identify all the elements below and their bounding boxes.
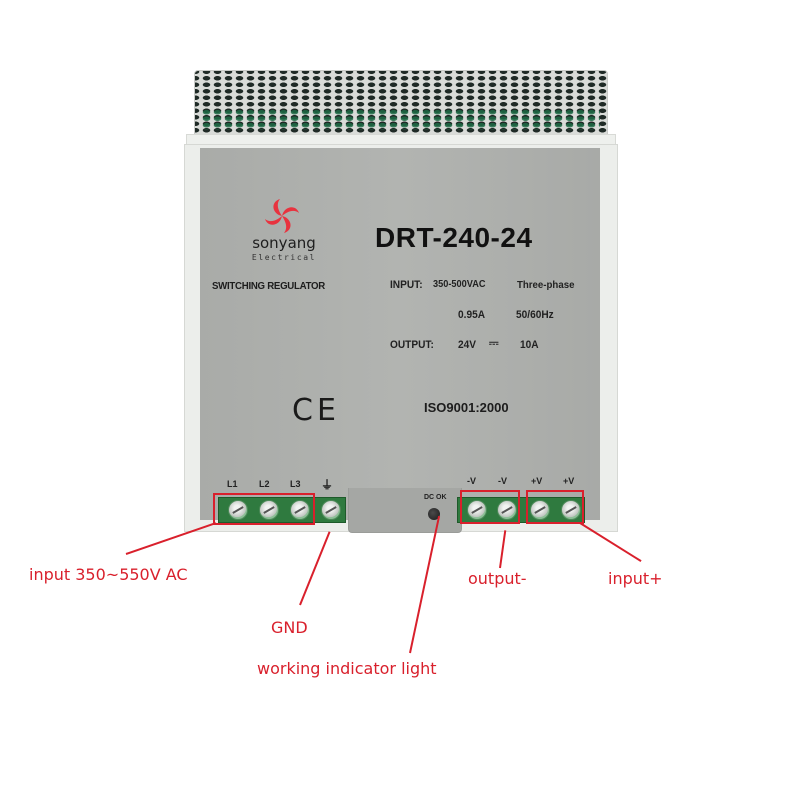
terminal-label-neg-1: -V <box>467 476 476 486</box>
screw-l2-terminal[interactable] <box>259 500 279 520</box>
terminal-label-l3: L3 <box>290 479 301 489</box>
model-number: DRT-240-24 <box>375 222 533 253</box>
screw-ground-terminal[interactable] <box>321 500 341 520</box>
callout-gnd: GND <box>271 618 308 637</box>
screw-l3-terminal[interactable] <box>290 500 310 520</box>
screw-l1-terminal[interactable] <box>228 500 248 520</box>
screw-neg-v-1-terminal[interactable] <box>467 500 487 520</box>
output-current: 10A <box>520 339 539 351</box>
iso-certification: ISO9001:2000 <box>424 400 509 415</box>
dc-ok-label: DC OK <box>424 494 447 501</box>
screw-pos-v-1-terminal[interactable] <box>530 500 550 520</box>
internal-pcb-visible <box>200 108 600 130</box>
highlight-box-output-minus <box>460 490 520 524</box>
leader-line-gnd <box>299 531 331 606</box>
callout-input-plus: input+ <box>608 569 663 588</box>
dc-symbol-icon: ⎓ <box>489 336 499 351</box>
input-voltage: 350-500VAC <box>433 279 486 290</box>
terminal-label-l1: L1 <box>227 479 238 489</box>
leader-line-output-minus <box>499 530 507 569</box>
output-label: OUTPUT: <box>390 339 434 351</box>
sonyang-logo-icon <box>265 199 299 233</box>
screw-pos-v-2-terminal[interactable] <box>561 500 581 520</box>
highlight-box-ac-input <box>213 493 315 525</box>
input-phase: Three-phase <box>517 279 575 291</box>
input-frequency: 50/60Hz <box>516 309 554 321</box>
brand-name: sonyang <box>252 234 316 252</box>
front-panel <box>200 148 600 520</box>
output-voltage: 24V <box>458 339 477 351</box>
terminal-label-l2: L2 <box>259 479 270 489</box>
brand-subtitle: Electrical <box>251 253 317 262</box>
terminal-label-pos-1: +V <box>531 476 543 486</box>
screw-neg-v-2-terminal[interactable] <box>497 500 517 520</box>
ce-mark-icon: CE <box>292 393 340 428</box>
input-label: INPUT: <box>390 279 423 291</box>
terminal-label-neg-2: -V <box>498 476 507 486</box>
input-current: 0.95A <box>458 309 486 321</box>
ground-symbol-icon: ⏚ <box>321 478 334 492</box>
leader-line-indicator <box>409 515 441 654</box>
callout-input-ac: input 350~550V AC <box>29 565 188 584</box>
leader-line-input-ac <box>125 522 217 555</box>
highlight-box-output-plus <box>526 490 584 524</box>
callout-working-indicator: working indicator light <box>257 659 437 678</box>
product-type-label: SWITCHING REGULATOR <box>212 280 326 292</box>
din-rail-clip <box>348 488 462 533</box>
callout-output-minus: output- <box>468 569 527 588</box>
terminal-label-pos-2: +V <box>563 476 575 486</box>
